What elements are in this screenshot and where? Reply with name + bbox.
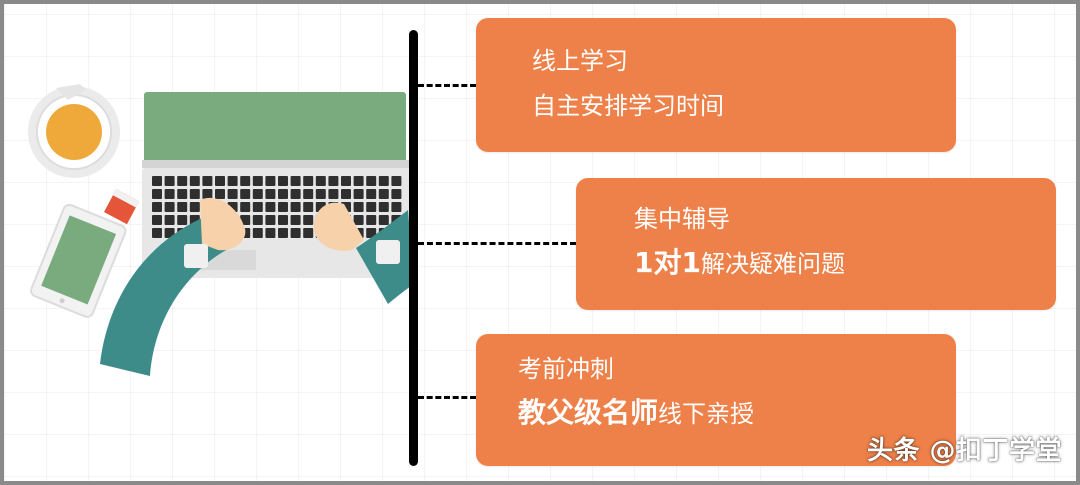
infographic-panel: 线上学习 自主安排学习时间 集中辅导 1对1解决疑难问题 考前冲刺 教父级名师线… <box>4 4 1076 481</box>
watermark: 头条 @扣丁学堂 <box>866 436 1062 466</box>
card-description: 自主安排学习时间 <box>532 88 724 123</box>
timeline-line <box>409 30 418 466</box>
card-exam-sprint: 考前冲刺 教父级名师线下亲授 <box>476 334 956 466</box>
connector-1 <box>418 84 476 87</box>
study-illustration <box>28 84 414 376</box>
eraser-icon <box>104 189 140 225</box>
card-text: 解决疑难问题 <box>700 250 845 278</box>
card-highlight: 教父级名师 <box>518 396 659 429</box>
hands-icon <box>100 197 414 376</box>
card-description: 1对1解决疑难问题 <box>634 246 845 281</box>
connector-3 <box>418 396 476 399</box>
card-text: 自主安排学习时间 <box>532 92 724 120</box>
coffee-cup-icon <box>28 84 120 178</box>
card-title: 线上学习 <box>532 47 628 75</box>
card-title: 考前冲刺 <box>518 355 614 383</box>
card-highlight: 1对1 <box>634 246 701 279</box>
card-online-learning: 线上学习 自主安排学习时间 <box>476 18 956 152</box>
card-text: 线下亲授 <box>658 400 755 428</box>
connector-2 <box>418 242 576 245</box>
card-title: 集中辅导 <box>634 205 730 233</box>
card-description: 教父级名师线下亲授 <box>518 396 754 431</box>
card-focused-tutoring: 集中辅导 1对1解决疑难问题 <box>576 178 1056 310</box>
tablet-icon <box>30 203 127 318</box>
